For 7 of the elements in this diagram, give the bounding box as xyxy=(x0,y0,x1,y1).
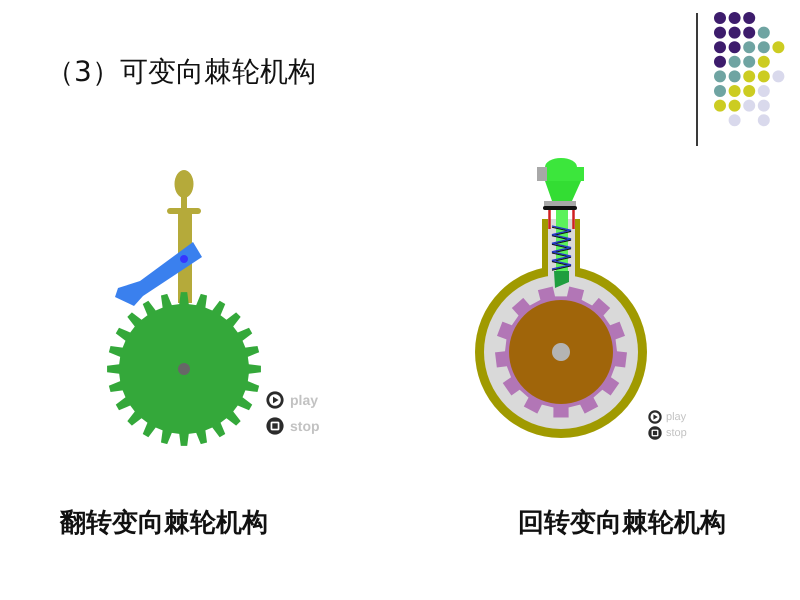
caption: 回转变向棘轮机构 xyxy=(518,507,726,540)
caption: 翻转变向棘轮机构 xyxy=(60,507,268,540)
title: （3）可变向棘轮机构 xyxy=(46,54,316,90)
control-label: play xyxy=(666,411,686,423)
control-label: stop xyxy=(666,427,687,439)
control-label: stop xyxy=(290,418,320,434)
control-label: play xyxy=(290,392,318,408)
